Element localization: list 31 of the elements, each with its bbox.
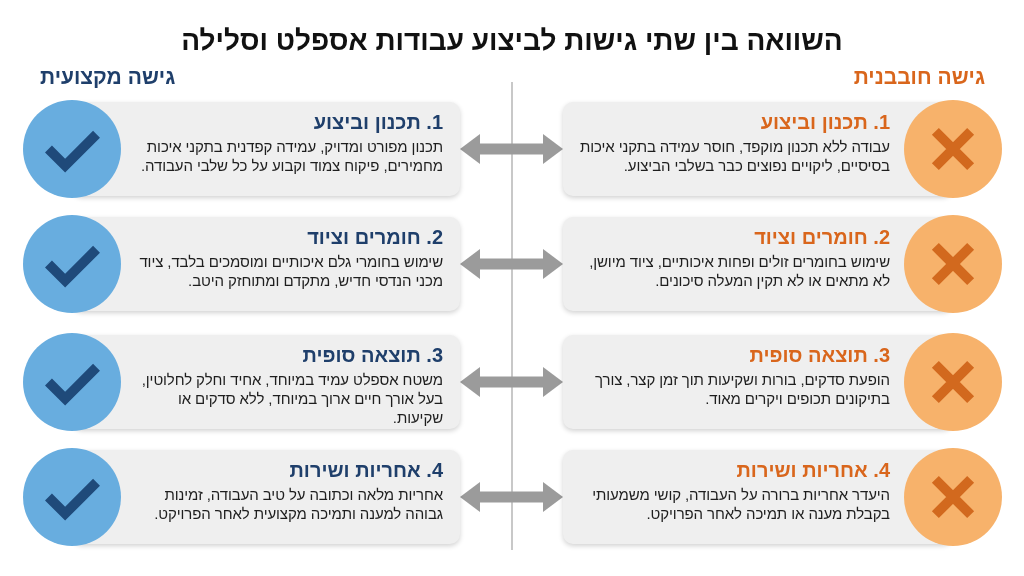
- comparison-card: [23, 215, 460, 313]
- comparison-card: [23, 100, 460, 198]
- comparison-card: [563, 333, 1002, 431]
- card-description: אחריות מלאה וכתובה על טיב העבודה, זמינות גבוהה למענה ותמיכה מקצועית לאחר הפרויקט.: [153, 485, 443, 523]
- column-heading: גישה חובבנית: [853, 64, 985, 90]
- comparison-card: [563, 215, 1002, 313]
- card-heading: 1. תכנון וביצוע: [312, 110, 443, 135]
- double-arrow: [460, 482, 563, 512]
- card-description: משטח אספלט עמיד במיוחד, אחיד וחלק לחלוטין, בעל אורך חיים ארוך במיוחד, ללא סדקים או שקיעות.: [140, 370, 443, 427]
- card-description: הופעת סדקים, בורות ושקיעות תוך זמן קצר, צורך בתיקונים תכופים ויקרים מאוד.: [594, 370, 890, 408]
- card-heading: 1. תכנון וביצוע: [759, 110, 890, 135]
- card-heading: 2. חומרים וציוד: [306, 225, 443, 250]
- comparison-card: [23, 448, 460, 546]
- card-heading: 4. אחריות ושירות: [735, 458, 890, 483]
- double-arrow: [460, 249, 563, 279]
- comparison-card: [563, 100, 1002, 198]
- column-heading: גישה מקצועית: [40, 64, 176, 90]
- double-arrow: [460, 134, 563, 164]
- card-heading: 2. חומרים וציוד: [753, 225, 890, 250]
- card-description: עבודה ללא תכנון מוקפד, חוסר עמידה בתקני איכות בסיסיים, ליקויים נפוצים כבר בשלבי הביצוע.: [578, 137, 890, 175]
- double-arrow: [460, 367, 563, 397]
- card-heading: 4. אחריות ושירות: [288, 458, 443, 483]
- title: השוואה בין שתי גישות לביצוע עבודות אספלט וסלילה: [180, 24, 844, 58]
- comparison-card: [23, 333, 460, 431]
- card-description: תכנון מפורט ומדויק, עמידה קפדנית בתקני איכות מחמירים, פיקוח צמוד וקבוע על כל שלבי העבודה.: [139, 137, 443, 175]
- card-description: שימוש בחומרים זולים ופחות איכותיים, ציוד מיושן, לא מתאים או לא תקין המעלה סיכונים.: [588, 252, 890, 290]
- card-description: שימוש בחומרי גלם איכותיים ומוסמכים בלבד, ציוד מכני הנדסי חדיש, מתקדם ומתוחזק היטב.: [138, 252, 443, 290]
- comparison-card: [563, 448, 1002, 546]
- card-heading: 3. תוצאה סופית: [301, 343, 443, 368]
- card-heading: 3. תוצאה סופית: [748, 343, 890, 368]
- card-description: היעדר אחריות ברורה על העבודה, קושי משמעותי בקבלת מענה או תמיכה לאחר הפרויקט.: [591, 485, 890, 523]
